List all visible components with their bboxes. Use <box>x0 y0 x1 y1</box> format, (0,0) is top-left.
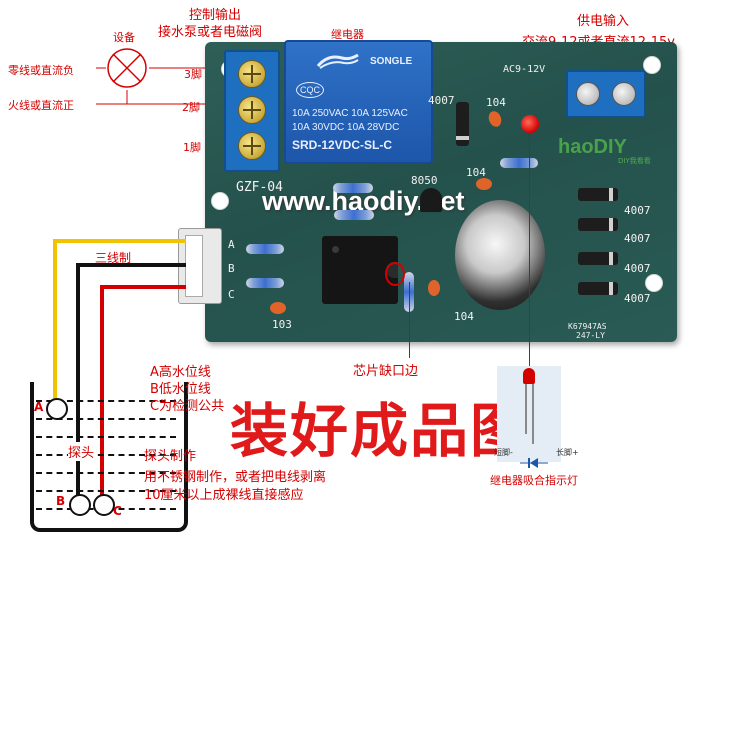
relay-rating-2: 10A 30VDC 10A 28VDC <box>292 122 400 133</box>
line-b-text: B低水位线 <box>150 382 211 397</box>
ac-voltage-mark: AC9-12V <box>503 64 546 75</box>
mount-hole <box>211 192 229 210</box>
probe-label: 探头 <box>68 442 95 461</box>
water-tank <box>30 382 188 532</box>
led-short-leg: 短脚- <box>494 448 513 457</box>
diode-mark-1: 4007 <box>624 204 651 217</box>
cap-103 <box>270 302 286 314</box>
control-output-subtitle: 接水泵或者电磁阀 <box>158 25 263 40</box>
output-terminal-block <box>224 50 280 172</box>
probe-b-label: B <box>56 494 66 508</box>
water-line <box>36 454 176 457</box>
pcb-code-1: K67947AS <box>568 322 607 331</box>
terminal-screw-2 <box>238 96 266 124</box>
resistor <box>232 244 298 254</box>
three-wire-label: 三线制 <box>95 251 132 265</box>
resistor <box>232 278 298 288</box>
chip-dot <box>332 246 339 253</box>
line-a-text: A高水位线 <box>150 365 211 380</box>
zero-line-label: 零线或直流负 <box>8 64 74 77</box>
water-line <box>36 436 176 439</box>
connector-pin-c: C <box>228 288 235 301</box>
chip-notch-label: 芯片缺口边 <box>353 364 419 379</box>
rectifier-diode <box>578 282 618 295</box>
probe-c <box>93 494 115 516</box>
transistor <box>420 188 442 212</box>
diode-mark-4: 4007 <box>624 292 651 305</box>
resistor <box>320 210 388 220</box>
rectifier-diode <box>578 188 618 201</box>
led-callout-box <box>497 366 561 462</box>
relay-cert: CQC <box>296 82 324 98</box>
chip-notch-pointer <box>409 282 410 358</box>
power-terminal-block <box>566 70 646 118</box>
probe-a <box>46 398 68 420</box>
assembled-title: 装好成品图 <box>230 397 531 465</box>
cap-104-mid-mark: 104 <box>466 166 486 179</box>
mount-hole <box>645 274 663 292</box>
cap-104-bottom-mark: 104 <box>454 310 474 323</box>
diode-mark-3: 4007 <box>624 262 651 275</box>
relay-model: SRD-12VDC-SL-C <box>292 138 393 152</box>
relay-diode-mark: 4007 <box>428 94 455 107</box>
pin2-label: 2脚 <box>182 101 200 114</box>
water-line <box>36 418 176 421</box>
power-screw-right <box>612 82 636 106</box>
pin3-label: 3脚 <box>184 68 202 81</box>
water-line <box>36 472 176 475</box>
electrolytic-capacitor <box>455 200 545 310</box>
probe-making-line1: 用不锈钢制作，或者把电线剥离 <box>144 470 327 485</box>
relay-label: 继电器 <box>331 28 364 41</box>
connector-pin-b: B <box>228 262 235 275</box>
cap-104-mid <box>476 178 492 190</box>
chip-notch-marker <box>385 262 405 286</box>
relay-logo-icon <box>316 52 360 70</box>
device-symbol <box>105 46 149 90</box>
cap-104-top-mark: 104 <box>486 96 506 109</box>
resistor <box>486 158 552 168</box>
probe-making-title: 探头制作 <box>144 449 197 464</box>
rectifier-diode <box>578 218 618 231</box>
water-line <box>36 400 176 403</box>
terminal-screw-3 <box>238 60 266 88</box>
connector-pin-a: A <box>228 238 235 251</box>
probe-c-label: C <box>113 504 122 518</box>
power-input-title: 供电输入 <box>577 14 630 29</box>
pcb-code-2: 247-LY <box>576 331 605 340</box>
probe-a-label: A <box>34 400 44 414</box>
transistor-mark: 8050 <box>411 174 438 187</box>
probe-b <box>69 494 91 516</box>
led-pointer <box>529 133 530 369</box>
fire-line-label: 火线或直流正 <box>8 99 74 112</box>
line-c-text: C为检测公共 <box>150 399 225 414</box>
probe-making-line2: 10厘米以上成裸线直接感应 <box>144 488 304 503</box>
cap-103-mark: 103 <box>272 318 292 331</box>
led-body-icon <box>523 368 535 384</box>
mount-hole <box>643 56 661 74</box>
board-model: GZF-04 <box>236 180 283 195</box>
water-line <box>36 490 176 493</box>
pin1-label: 1脚 <box>183 141 201 154</box>
device-label: 设备 <box>113 31 135 44</box>
terminal-screw-1 <box>238 132 266 160</box>
brand-sub: DIY我看看 <box>618 157 651 165</box>
led-indicator <box>521 115 539 133</box>
led-diode-symbol-icon <box>520 455 548 469</box>
led-long-leg: 长脚+ <box>556 448 579 457</box>
rectifier-diode <box>578 252 618 265</box>
resistor <box>319 183 387 193</box>
relay-component: SONGLE CQC 10A 250VAC 10A 125VAC 10A 30V… <box>284 40 433 164</box>
relay-diode <box>456 102 469 146</box>
relay-brand: SONGLE <box>370 56 413 67</box>
control-output-title: 控制输出 <box>189 8 242 23</box>
relay-indicator-label: 继电器吸合指示灯 <box>490 474 578 487</box>
power-screw-left <box>576 82 600 106</box>
diode-mark-2: 4007 <box>624 232 651 245</box>
relay-rating-1: 10A 250VAC 10A 125VAC <box>292 108 408 119</box>
brand-logo: haoDIY <box>558 136 627 158</box>
